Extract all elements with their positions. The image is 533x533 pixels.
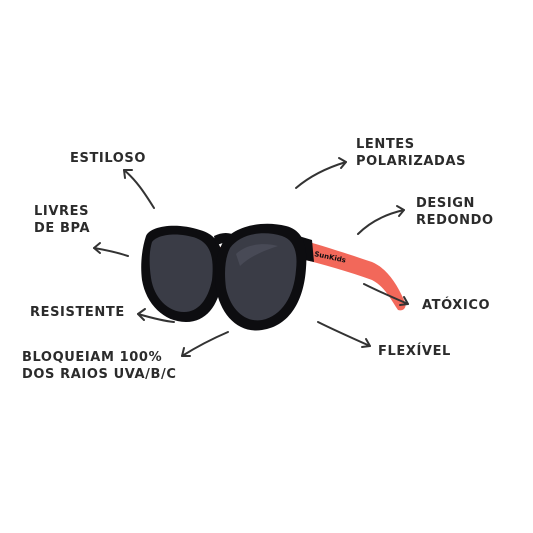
label-design-redondo: DESIGN REDONDO: [416, 196, 494, 228]
label-resistente: RESISTENTE: [30, 305, 125, 320]
arrow-atoxico-head: [399, 296, 409, 306]
label-atoxico: ATÓXICO: [422, 298, 491, 313]
near-temple: [294, 238, 406, 311]
lens-reflection: [236, 244, 278, 266]
left-lens: [149, 234, 213, 312]
arrow-design: [357, 209, 405, 235]
arrow-flexivel-head: [361, 338, 371, 348]
arrow-livres-bpa: [93, 247, 129, 257]
label-flexivel: FLEXÍVEL: [378, 344, 451, 359]
arrow-resistente: [137, 313, 175, 323]
arrow-livres-bpa-head: [93, 242, 101, 254]
label-livres-bpa: LIVRES DE BPA: [34, 204, 91, 236]
arrow-flexivel: [317, 321, 371, 347]
arrow-lentes: [295, 161, 347, 189]
arrow-resistente-head: [137, 308, 146, 321]
arrow-lentes-head: [338, 157, 347, 169]
arrow-design-head: [396, 205, 405, 217]
label-estiloso: ESTILOSO: [70, 151, 147, 166]
label-bloqueiam: BLOQUEIAM 100% DOS RAIOS UVA/B/C: [22, 350, 177, 382]
arrow-bloqueiam-head: [181, 347, 191, 357]
arrow-estiloso: [123, 169, 155, 209]
label-lentes-polarizadas: LENTES POLARIZADAS: [356, 137, 467, 169]
arrow-atoxico: [363, 283, 409, 305]
arrow-bloqueiam: [181, 331, 229, 357]
arrow-estiloso-head: [123, 169, 133, 179]
